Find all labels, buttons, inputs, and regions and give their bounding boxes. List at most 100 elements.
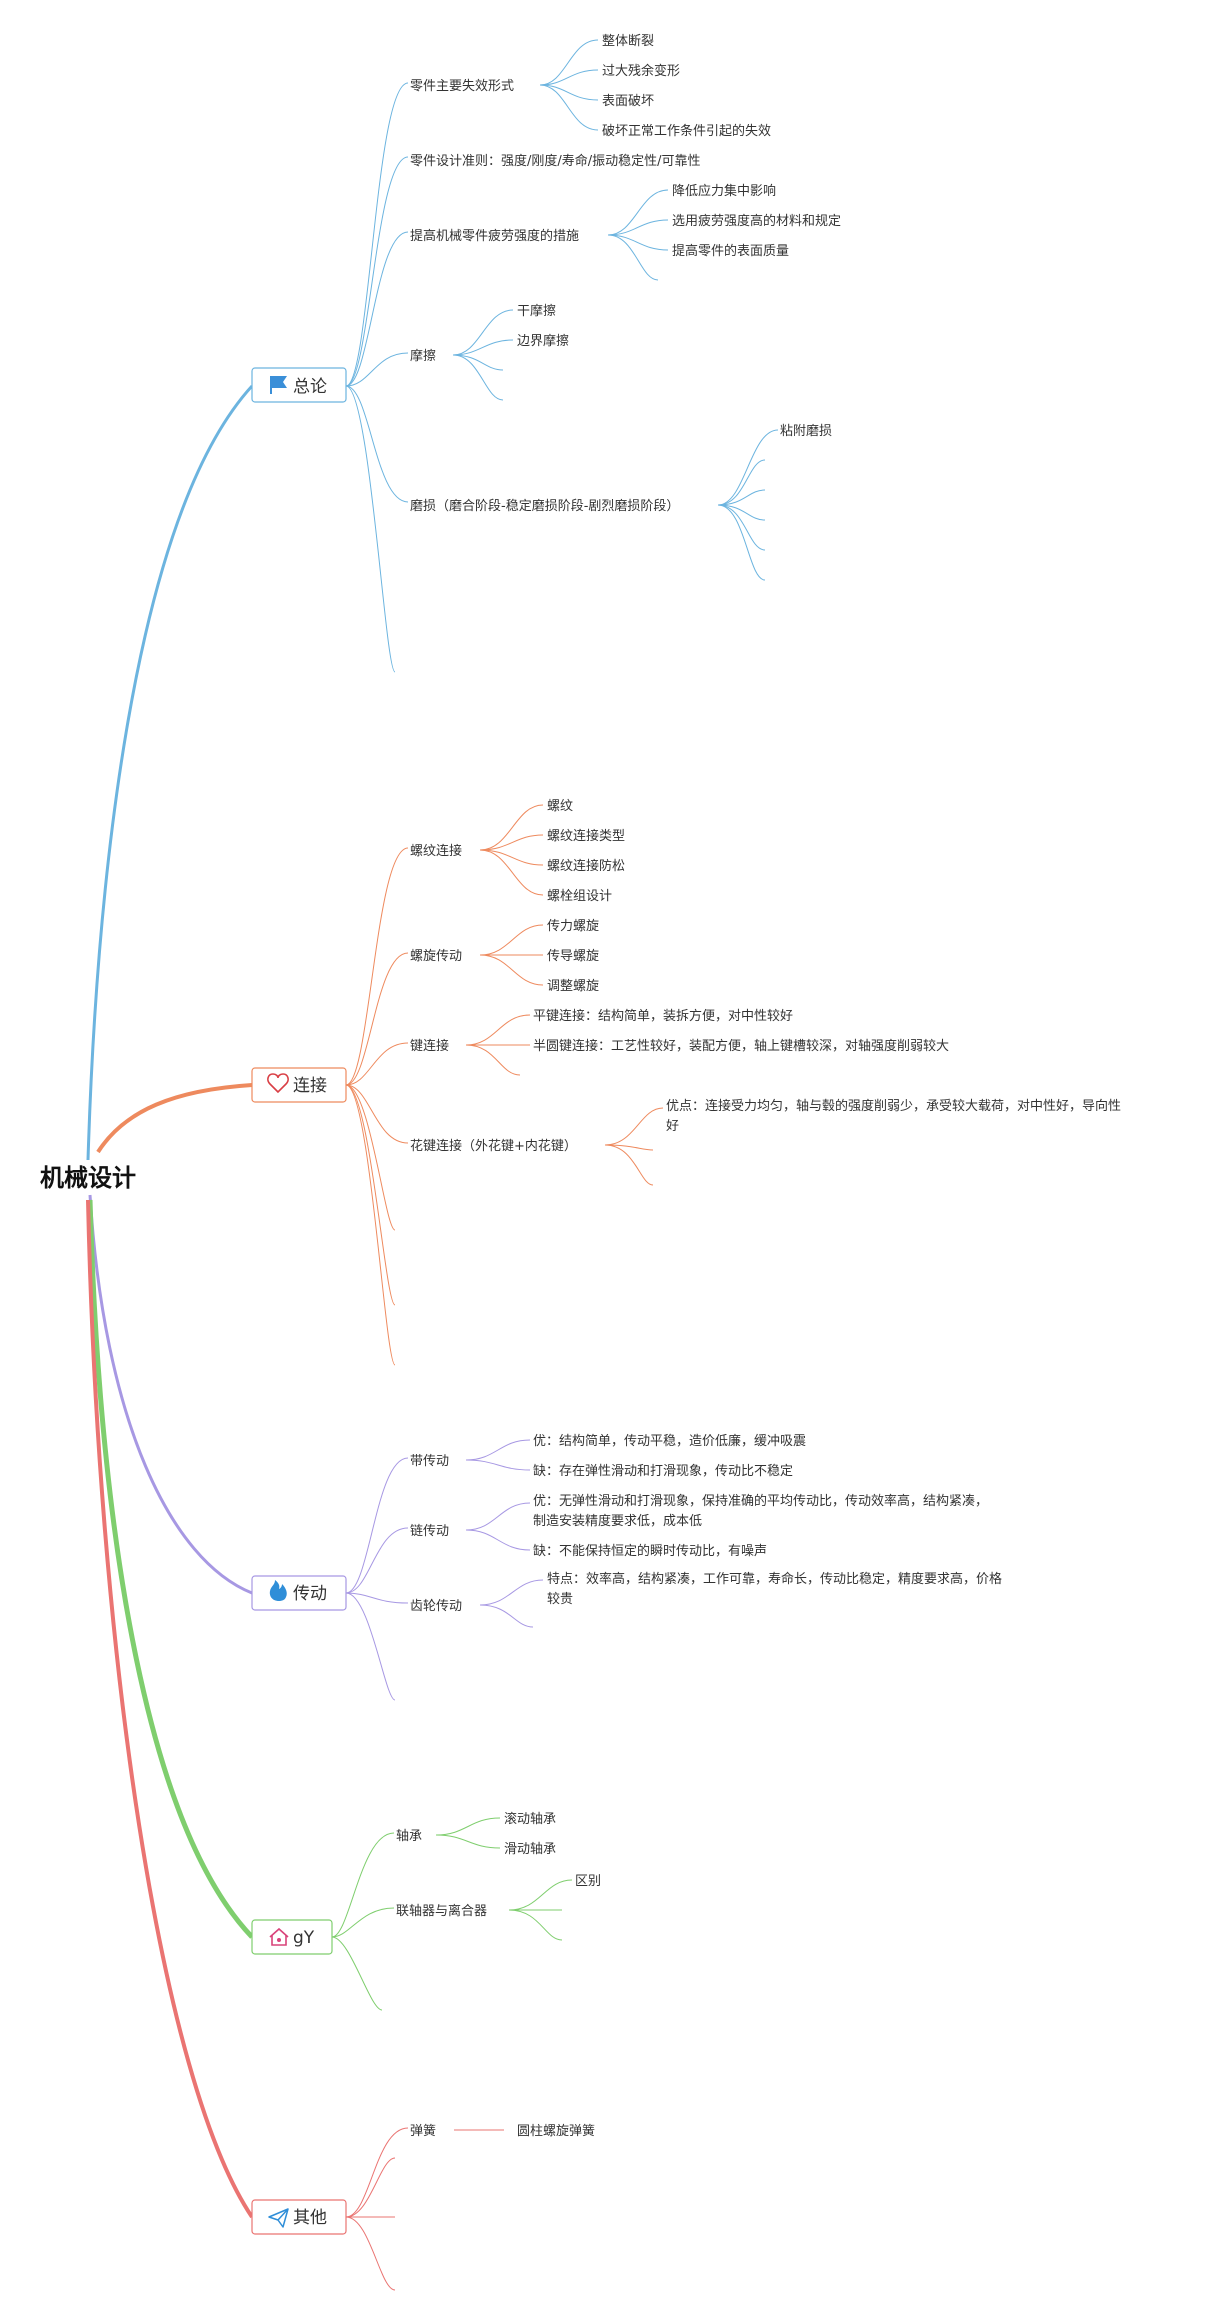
connector-lianjie	[96, 1083, 253, 1154]
leaf-zhoucheng-0[interactable]: 滚动轴承	[504, 1811, 556, 1827]
edge	[345, 847, 409, 1086]
edge	[345, 1592, 396, 1701]
house-icon	[269, 1927, 289, 1946]
topic-zhunze[interactable]: 零件设计准则：强度/刚度/寿命/振动稳定性/可靠性	[410, 153, 701, 169]
node-zhou-label: gY	[293, 1928, 315, 1948]
leaf-lian-1[interactable]: 制造安装精度要求低，成本低	[533, 1513, 702, 1529]
leaf-luoxuan-1[interactable]: 传导螺旋	[547, 949, 599, 964]
topic-tanhuang[interactable]: 弹簧	[410, 2123, 436, 2139]
edge	[604, 1144, 654, 1151]
leaf-huajian-1[interactable]: 好	[666, 1119, 679, 1134]
edge	[479, 849, 544, 866]
leaf-luoxuan-2[interactable]: 调整螺旋	[547, 979, 599, 994]
leaf-mosun-0[interactable]: 粘附磨损	[780, 424, 832, 439]
leaf-pilao-0[interactable]: 降低应力集中影响	[672, 183, 776, 199]
edge	[465, 1459, 531, 1471]
topic-dai[interactable]: 带传动	[410, 1454, 449, 1469]
leaf-zhoucheng-1[interactable]: 滑动轴承	[504, 1842, 556, 1857]
leaf-lian-0[interactable]: 优：无弹性滑动和打滑现象，保持准确的平均传动比，传动效率高，结构紧凑，	[533, 1493, 988, 1509]
edge	[604, 1107, 664, 1146]
edge	[539, 84, 599, 131]
edge	[717, 429, 779, 506]
topic-mosun[interactable]: 磨损（磨合阶段-稳定磨损阶段-剧烈磨损阶段）	[410, 498, 679, 514]
edge	[452, 309, 514, 356]
edge	[435, 1834, 501, 1849]
edge	[345, 1084, 396, 1366]
node-qita-box	[251, 2199, 347, 2235]
leaf-lianzhouqi-0[interactable]: 区别	[575, 1874, 601, 1889]
leaf-pilao-2[interactable]: 提高零件的表面质量	[672, 243, 789, 259]
node-zonglun-label: 总论	[293, 377, 327, 397]
leaf-luowen-0[interactable]: 螺纹	[547, 799, 573, 814]
leaf-shixiao-0[interactable]: 整体断裂	[602, 34, 654, 49]
edge	[607, 234, 659, 281]
leaf-dai-0[interactable]: 优：结构简单，传动平稳，造价低廉，缓冲吸震	[533, 1433, 806, 1449]
edge	[479, 954, 544, 986]
leaf-shixiao-3[interactable]: 破坏正常工作条件引起的失效	[602, 123, 771, 139]
topic-luoxuan[interactable]: 螺旋传动	[410, 949, 462, 964]
edge	[345, 1084, 396, 1231]
leaf-lian-2[interactable]: 缺：不能保持恒定的瞬时传动比，有噪声	[533, 1543, 767, 1559]
node-lianjie[interactable]: 连接	[251, 1067, 347, 1103]
node-chuandong[interactable]: 传动	[251, 1575, 347, 1611]
connector-zonglun	[86, 384, 254, 1161]
leaf-huajian-0[interactable]: 优点：连接受力均匀，轴与毂的强度削弱少，承受较大载荷，对中性好，导向性	[666, 1098, 1121, 1114]
branch-lianjie	[345, 804, 664, 1366]
branch-zhou	[331, 1817, 573, 2011]
edge	[345, 1457, 409, 1594]
leaf-jian-1[interactable]: 半圆键连接：工艺性较好，装配方便，轴上键槽较深，对轴强度削弱较大	[533, 1038, 949, 1054]
leaf-shixiao-2[interactable]: 表面破坏	[602, 94, 654, 109]
edge	[345, 1084, 409, 1144]
branch-chuandong	[345, 1439, 544, 1701]
edge	[345, 952, 409, 1086]
edge	[345, 1527, 409, 1594]
leaf-luowen-2[interactable]: 螺纹连接防松	[547, 858, 625, 874]
edge	[345, 1592, 409, 1604]
topic-lian[interactable]: 链传动	[410, 1524, 449, 1539]
leaf-luoxuan-0[interactable]: 传力螺旋	[547, 919, 599, 934]
node-zhou[interactable]: gY	[251, 1919, 333, 1955]
topic-huajian[interactable]: 花键连接（外花键+内花键）	[410, 1138, 577, 1154]
edge	[345, 156, 409, 387]
node-chuandong-label: 传动	[293, 1584, 327, 1604]
edge	[539, 69, 599, 86]
topic-shixiao[interactable]: 零件主要失效形式	[410, 79, 514, 94]
topic-mocha[interactable]: 摩擦	[410, 348, 436, 364]
leaf-pilao-1[interactable]: 选用疲劳强度高的材料和规定	[672, 213, 841, 229]
topic-lianzhouqi[interactable]: 联轴器与离合器	[396, 1903, 487, 1919]
edge	[331, 1907, 395, 1938]
root-connectors	[86, 384, 254, 2219]
edge	[452, 354, 504, 371]
topic-pilao[interactable]: 提高机械零件疲劳强度的措施	[410, 228, 579, 244]
leaf-mocha-1[interactable]: 边界摩擦	[517, 333, 569, 349]
node-qita-label: 其他	[293, 2208, 327, 2228]
edge	[539, 39, 599, 86]
edge	[452, 354, 504, 401]
topic-chilun[interactable]: 齿轮传动	[410, 1599, 462, 1614]
topic-luowen[interactable]: 螺纹连接	[410, 843, 462, 859]
leaf-luowen-1[interactable]: 螺纹连接类型	[547, 828, 625, 844]
edge	[508, 1879, 573, 1911]
paper-plane-icon	[268, 2208, 289, 2228]
leaf-shixiao-1[interactable]: 过大残余变形	[602, 63, 680, 79]
topic-zhoucheng[interactable]: 轴承	[396, 1829, 422, 1844]
edge	[607, 234, 669, 251]
edge	[345, 2127, 409, 2218]
leaf-luowen-3[interactable]: 螺栓组设计	[547, 889, 612, 904]
edge	[345, 352, 409, 387]
node-lianjie-label: 连接	[293, 1076, 327, 1096]
edge	[604, 1144, 654, 1186]
topic-jian[interactable]: 键连接	[410, 1038, 449, 1054]
edge	[345, 1042, 409, 1086]
node-zonglun[interactable]: 总论	[251, 367, 347, 403]
leaf-dai-1[interactable]: 缺：存在弹性滑动和打滑现象，传动比不稳定	[533, 1463, 793, 1479]
leaf-chilun-1[interactable]: 较贵	[547, 1592, 573, 1607]
leaf-jian-0[interactable]: 平键连接：结构简单，装拆方便，对中性较好	[533, 1008, 793, 1024]
node-qita[interactable]: 其他	[251, 2199, 347, 2235]
leaf-mocha-0[interactable]: 干摩擦	[517, 303, 556, 319]
leaf-tanhuang-0[interactable]: 圆柱螺旋弹簧	[517, 2123, 595, 2139]
edge	[345, 385, 409, 503]
edge	[479, 1604, 534, 1628]
leaf-chilun-0[interactable]: 特点：效率高，结构紧凑，工作可靠，寿命长，传动比稳定，精度要求高，价格	[547, 1571, 1002, 1587]
